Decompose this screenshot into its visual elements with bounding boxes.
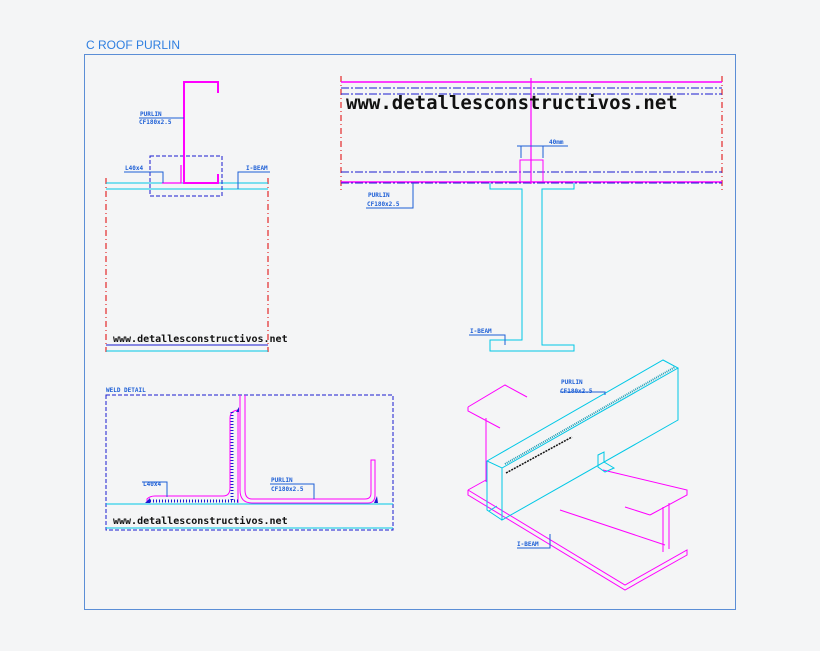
leader-line bbox=[270, 483, 315, 499]
watermark-iso bbox=[505, 436, 573, 474]
purlin-section-label: CF180x2.5 bbox=[271, 486, 304, 493]
leader-line bbox=[469, 334, 506, 345]
weld-detail-view: WELD DETAIL L40x4 PURLIN CF180x2.5 www.d… bbox=[105, 387, 394, 531]
ibeam-label: I-BEAM bbox=[470, 328, 492, 335]
leader-line bbox=[124, 171, 164, 183]
dimension-label: 40mm bbox=[549, 139, 564, 146]
angle-label: L40x4 bbox=[125, 165, 143, 172]
c-purlin-section bbox=[183, 81, 219, 184]
isometric-view: PURLIN CF180x2.5 I-BEAM bbox=[467, 359, 688, 591]
purlin-label: PURLIN bbox=[271, 477, 293, 484]
purlin-label: PURLIN bbox=[561, 379, 583, 386]
leader-line bbox=[237, 171, 270, 189]
purlin-detail bbox=[239, 395, 376, 504]
purlin-section-label: CF180x2.5 bbox=[560, 388, 593, 395]
weld-symbol bbox=[150, 412, 238, 503]
ibeam-iso bbox=[467, 384, 688, 591]
ibeam-label: I-BEAM bbox=[246, 165, 268, 172]
weld-fillet bbox=[145, 407, 378, 503]
section-view-left: PURLIN CF180x2.5 L40x4 I-BEAM www.detall… bbox=[105, 81, 288, 352]
drawing-title: C ROOF PURLIN bbox=[86, 38, 180, 52]
purlin-section-label: CF180x2.5 bbox=[139, 119, 172, 126]
drawing-frame bbox=[84, 54, 736, 610]
watermark: www.detallesconstructivos.net bbox=[113, 515, 288, 527]
purlin-iso bbox=[485, 359, 680, 521]
watermark: www.detallesconstructivos.net bbox=[113, 333, 288, 345]
ibeam-label: I-BEAM bbox=[517, 541, 539, 548]
purlin-section-label: CF180x2.5 bbox=[367, 201, 400, 208]
angle-label: L40x4 bbox=[143, 481, 161, 488]
angle-cleat bbox=[162, 165, 182, 184]
watermark: www.detallesconstructivos.net bbox=[346, 92, 678, 114]
leader-line bbox=[517, 534, 551, 549]
detail-callout-box bbox=[149, 155, 223, 197]
angle-cleat bbox=[519, 159, 544, 183]
weld-seam bbox=[504, 366, 676, 465]
ibeam-profile bbox=[489, 183, 575, 352]
detail-frame bbox=[105, 394, 394, 531]
leader-line bbox=[142, 481, 168, 497]
purlin-label: PURLIN bbox=[368, 192, 390, 199]
leader-line bbox=[560, 391, 606, 395]
angle-cleat-detail bbox=[146, 409, 239, 503]
weld-detail-title: WELD DETAIL bbox=[106, 387, 146, 394]
purlin-label: PURLIN bbox=[140, 111, 162, 118]
elevation-view: 40mm PURLIN CF180x2.5 I-BEAM www.detalle… bbox=[340, 76, 723, 352]
leader-line bbox=[366, 183, 414, 209]
